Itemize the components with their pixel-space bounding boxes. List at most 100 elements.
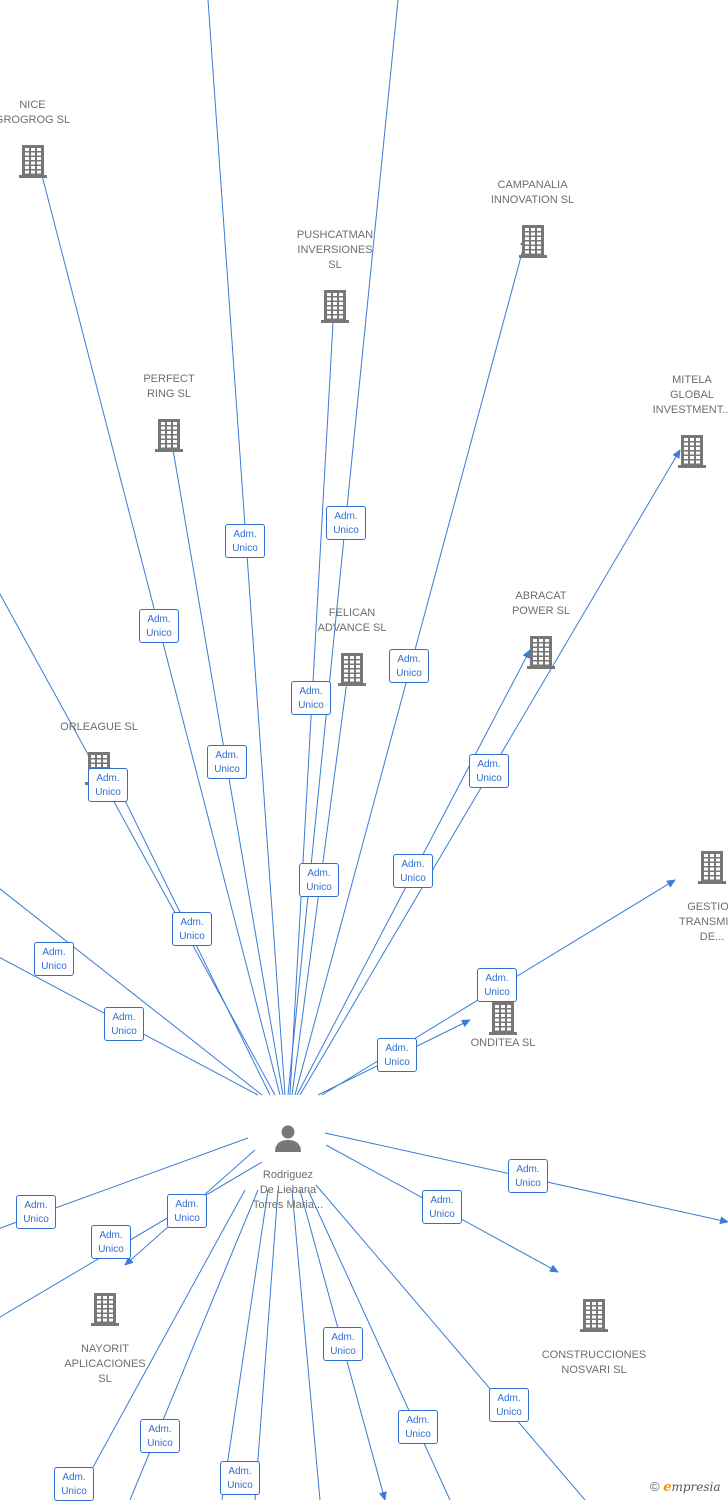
building-icon: [527, 636, 555, 669]
edge-label-line2: Unico: [98, 1244, 124, 1255]
edge-label-adm-unico[interactable]: Adm. Unico: [104, 1007, 144, 1041]
building-icon: [155, 419, 183, 452]
edge-label-line1: Adm.: [497, 1393, 521, 1404]
company-name: MITELA GLOBAL INVESTMENT...: [652, 374, 728, 416]
company-node-abracat[interactable]: ABRACAT POWER SL: [490, 574, 592, 685]
edge-label-line1: Adm.: [299, 686, 323, 697]
person-icon: [275, 1125, 301, 1152]
edge-label-adm-unico[interactable]: Adm.Unico: [139, 609, 179, 643]
edge-label-line2: Unico: [41, 961, 67, 972]
edge-label-line2: Unico: [111, 1026, 137, 1037]
edge-label-line1: Adm.: [112, 1012, 136, 1023]
edge-label-line2: Unico: [61, 1486, 87, 1497]
edge-label-adm-unico[interactable]: Adm.Unico: [225, 524, 265, 558]
edge-label-line2: Unico: [405, 1429, 431, 1440]
edge-label-adm-unico[interactable]: Adm. Unico: [16, 1195, 56, 1229]
building-icon: [580, 1299, 608, 1332]
edge-label-line2: Unico: [147, 1438, 173, 1449]
edge-label-line1: Adm.: [307, 868, 331, 879]
edge-label-line2: Unico: [333, 525, 359, 536]
company-node-nice[interactable]: NICE GROGROG SL: [0, 83, 85, 194]
edge-label-line2: Unico: [179, 931, 205, 942]
edge-label-adm-unico[interactable]: Adm.Unico: [393, 854, 433, 888]
edge-label-line1: Adm.: [406, 1415, 430, 1426]
edge-label-line1: Adm.: [485, 973, 509, 984]
building-icon: [321, 290, 349, 323]
company-name: ONDITEA SL: [470, 1037, 536, 1049]
edge-label-line2: Unico: [227, 1480, 253, 1491]
edge-label-adm-unico[interactable]: Adm.Unico: [220, 1461, 260, 1495]
edge-label-adm-unico[interactable]: Adm.Unico: [508, 1159, 548, 1193]
edge-label-adm-unico[interactable]: Adm. Unico: [167, 1194, 207, 1228]
edge-label-adm-unico[interactable]: Adm.Unico: [389, 649, 429, 683]
company-name: ABRACAT POWER SL: [511, 590, 571, 617]
company-node-nayorit[interactable]: NAYORIT APLICACIONES SL: [54, 1276, 156, 1402]
edge-label-line1: Adm.: [24, 1200, 48, 1211]
edge-label-line2: Unico: [214, 764, 240, 775]
center-person-name: Rodriguez De Liebana Torres Maria...: [252, 1169, 324, 1211]
company-node-construcciones[interactable]: CONSTRUCCIONES NOSVARI SL: [532, 1282, 656, 1393]
edge-label-adm-unico[interactable]: Adm.Unico: [91, 1225, 131, 1259]
edge-label-adm-unico[interactable]: Adm.Unico: [323, 1327, 363, 1361]
edge-label-adm-unico[interactable]: Adm.Unico: [377, 1038, 417, 1072]
company-name: GESTION TRANSMIS... DE...: [678, 901, 728, 943]
company-name: CAMPANALIA INNOVATION SL: [490, 179, 575, 206]
edge-label-adm-unico[interactable]: Adm. Unico: [54, 1467, 94, 1501]
edge-label-adm-unico[interactable]: Adm.Unico: [469, 754, 509, 788]
edge-line: [291, 1189, 321, 1500]
company-name: NICE GROGROG SL: [0, 99, 71, 126]
edge-label-line1: Adm.: [175, 1199, 199, 1210]
edge-label-adm-unico[interactable]: Adm. Unico: [291, 681, 331, 715]
company-node-perfect[interactable]: PERFECT RING SL: [118, 357, 220, 468]
edge-label-adm-unico[interactable]: Adm.Unico: [207, 745, 247, 779]
edge-line: [254, 1189, 279, 1500]
edge-label-line1: Adm.: [385, 1043, 409, 1054]
edge-label-line2: Unico: [400, 873, 426, 884]
edge-label-line2: Unico: [174, 1213, 200, 1224]
edge-label-line2: Unico: [484, 987, 510, 998]
company-node-campanalia[interactable]: CAMPANALIA INNOVATION SL: [480, 163, 585, 274]
building-icon: [338, 653, 366, 686]
edge-line: [221, 1189, 269, 1500]
building-icon: [518, 225, 547, 258]
brand-logo-text: mpresia: [671, 1480, 721, 1494]
company-node-mitela[interactable]: MITELA GLOBAL INVESTMENT...: [642, 358, 728, 484]
edge-label-adm-unico[interactable]: Adm.Unico: [88, 768, 128, 802]
building-icon: [698, 851, 726, 884]
edge-label-line2: Unico: [306, 882, 332, 893]
edge-label-line1: Adm.: [430, 1195, 454, 1206]
company-name: ORLEAGUE SL: [60, 721, 138, 733]
edge-label-adm-unico[interactable]: Adm.Unico: [172, 912, 212, 946]
edge-label-line2: Unico: [476, 773, 502, 784]
company-node-gestion[interactable]: GESTION TRANSMIS... DE...: [662, 834, 728, 960]
edge-label-line2: Unico: [146, 628, 172, 639]
edge-label-line2: Unico: [23, 1214, 49, 1225]
edge-label-line1: Adm.: [62, 1472, 86, 1483]
edge-label-adm-unico[interactable]: Adm.Unico: [489, 1388, 529, 1422]
company-node-pushcatman[interactable]: PUSHCATMAN INVERSIONES SL: [284, 213, 386, 339]
edge-label-adm-unico[interactable]: Adm. Unico: [398, 1410, 438, 1444]
edge-label-line1: Adm.: [148, 1424, 172, 1435]
empresia-watermark: © empresia: [650, 1479, 721, 1495]
edge-line: [74, 1189, 246, 1500]
company-name: NAYORIT APLICACIONES SL: [64, 1343, 146, 1385]
edge-label-adm-unico[interactable]: Adm. Unico: [477, 968, 517, 1002]
edge-label-line2: Unico: [515, 1178, 541, 1189]
center-person-node[interactable]: Rodriguez De Liebana Torres Maria...: [236, 1108, 340, 1228]
company-name: FELICAN ADVANCE SL: [317, 607, 387, 634]
edge-label-line1: Adm.: [233, 529, 257, 540]
edge-label-adm-unico[interactable]: Adm. Unico: [326, 506, 366, 540]
building-icon: [91, 1293, 119, 1326]
company-node-onditea[interactable]: ONDITEA SL: [452, 985, 554, 1066]
edge-label-line2: Unico: [396, 668, 422, 679]
edge-line: [0, 888, 263, 1096]
company-node-felican[interactable]: FELICAN ADVANCE SL: [301, 591, 403, 702]
edge-label-line2: Unico: [330, 1346, 356, 1357]
edge-label-adm-unico[interactable]: Adm. Unico: [299, 863, 339, 897]
edge-label-line1: Adm.: [334, 511, 358, 522]
edge-label-line1: Adm.: [42, 947, 66, 958]
edge-label-adm-unico[interactable]: Adm.Unico: [422, 1190, 462, 1224]
edge-label-adm-unico[interactable]: Adm. Unico: [34, 942, 74, 976]
edge-label-line2: Unico: [298, 700, 324, 711]
edge-label-adm-unico[interactable]: Adm. Unico: [140, 1419, 180, 1453]
